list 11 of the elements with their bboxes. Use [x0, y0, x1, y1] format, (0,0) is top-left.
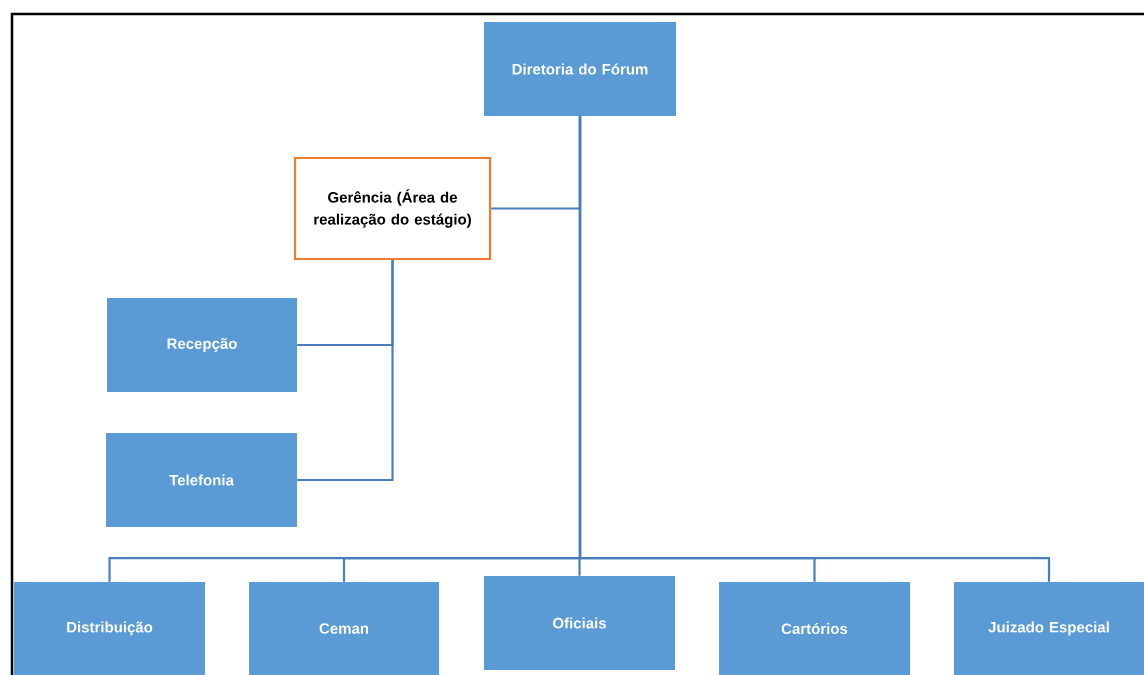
org-box: Oficiais: [484, 576, 675, 670]
org-box: Juizado Especial: [954, 582, 1144, 675]
connector-line: [297, 260, 394, 482]
org-box: Telefonia: [106, 433, 297, 527]
org-box: Recepção: [107, 298, 297, 392]
org-box: Diretoria do Fórum: [484, 22, 676, 116]
org-box: Ceman: [249, 582, 439, 675]
connector-line: [578, 116, 1051, 582]
org-box: Gerência (Área de realização do estágio): [293, 156, 492, 261]
org-box: Cartórios: [719, 582, 910, 675]
org-box: Distribuição: [14, 582, 205, 675]
